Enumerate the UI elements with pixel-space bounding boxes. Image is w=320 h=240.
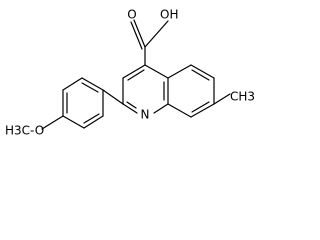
quinoline-benzene-ring (167, 64, 215, 118)
ring-bond (62, 115, 85, 129)
ring-inner-double-bond (191, 101, 210, 113)
ring-bond (144, 64, 169, 79)
methyl-bond (213, 93, 231, 105)
ring-bond (190, 103, 215, 118)
methoxy-label: H3C-O (5, 124, 44, 138)
quinoline-pyridine-ring: N (122, 64, 169, 122)
ring-bond (122, 64, 146, 79)
methyl-label: CH3 (230, 90, 255, 104)
ring-inner-double-bond (127, 69, 145, 81)
ring-nitrogen-label: N (141, 108, 150, 122)
methyl-substituent: CH3 (213, 90, 255, 105)
ring-inner-double-bond (126, 101, 137, 109)
quinoline-to-phenyl-bond (102, 89, 124, 105)
ring-bond (81, 77, 104, 91)
ring-bond (122, 103, 138, 114)
methoxy-substituent: H3C-O (5, 115, 64, 138)
carbonyl-double-bond-line-1 (133, 19, 146, 48)
ring-inner-double-bond (81, 82, 99, 93)
ring-bond (83, 115, 104, 129)
ring-inner-double-bond (191, 69, 210, 81)
chemical-structure-diagram: O OH N CH3 (5, 8, 255, 138)
carbonyl-double-bond-line-2 (130, 21, 143, 50)
ring-inner-double-bond (83, 113, 100, 124)
ring-bond (190, 64, 215, 79)
ring-bond (62, 77, 83, 91)
ring-bond (167, 103, 192, 118)
carbonyl-oxygen-label: O (127, 8, 136, 22)
ring-bond (167, 64, 192, 79)
carboxyl-single-bond-to-oh (144, 20, 169, 48)
ring-bond (153, 103, 169, 114)
carboxylic-acid-group: O OH (127, 8, 178, 66)
methoxy-bond (41, 115, 64, 130)
carboxylic-acid-oh-label: OH (160, 8, 178, 22)
methoxyphenyl-ring (62, 77, 104, 129)
